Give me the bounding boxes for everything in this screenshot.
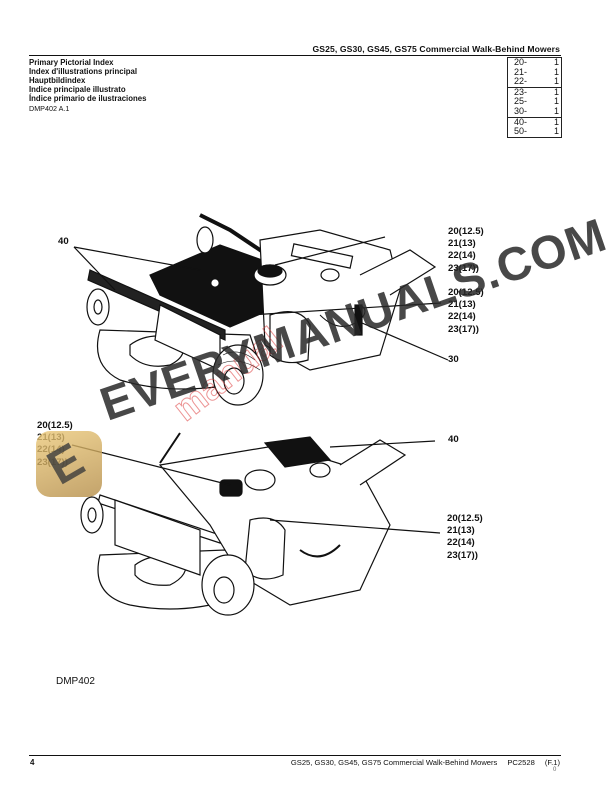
callout-item: 23(17)): [447, 549, 478, 561]
index-title-es: Índice primario de ilustraciones: [29, 94, 147, 103]
section-page: 1: [553, 126, 559, 137]
footer-rule: [29, 755, 561, 756]
callout-item: 20(12.5): [448, 287, 484, 298]
section-page: 1: [553, 66, 559, 77]
callout-bottom-right-2: 20(12.5) 21(13) 22(14) 23(17)): [447, 513, 483, 562]
page-index-group: 20- 1 21- 1 22- 1: [508, 57, 561, 88]
table-row: 30- 1: [508, 105, 561, 117]
footer-title: GS25, GS30, GS45, GS75 Commercial Walk-B…: [290, 758, 498, 767]
figure-label: DMP402: [56, 676, 95, 687]
callout-item: 22(14): [447, 537, 475, 549]
index-title-fr: Index d'illustrations principal: [29, 67, 137, 76]
callout-item: 40: [58, 236, 69, 247]
section-page: 1: [553, 86, 559, 97]
callout-item: 20(12.5): [37, 420, 73, 431]
callout-top-right-3: 30: [448, 354, 459, 366]
index-titles: Primary Pictorial Index Index d'illustra…: [29, 58, 146, 103]
table-row: 20- 1: [508, 57, 561, 68]
table-row: 50- 1: [508, 127, 561, 137]
section-page: 1: [553, 76, 559, 87]
mower-illustration-top: [73, 213, 449, 406]
watermark-logo: E: [36, 431, 102, 497]
section-page: 1: [553, 96, 559, 107]
header-title: GS25, GS30, GS45, GS75 Commercial Walk-B…: [312, 44, 560, 54]
callout-item: 22(14): [448, 311, 476, 323]
callout-item: 21(13): [448, 238, 476, 250]
callout-bottom-right-1: 40: [448, 434, 459, 446]
page-index-table: 20- 1 21- 1 22- 1 23- 1 25- 1 30- 1 40- 1 50- 1: [507, 57, 562, 138]
doc-reference: DMP402 A.1: [29, 104, 70, 113]
callout-item: 40: [448, 434, 459, 445]
footer-doc-code: PC2528: [507, 758, 535, 767]
section-code: 20-: [514, 57, 528, 67]
callout-top-right-2: 20(12.5) 21(13) 22(14) 23(17)): [448, 287, 484, 336]
section-page: 1: [553, 116, 559, 127]
footer-revision: (F.1): [544, 758, 560, 767]
callout-item: 30: [448, 354, 459, 365]
page-number: 4: [30, 758, 35, 767]
callout-item: 21(13): [447, 525, 475, 537]
page-index-group: 40- 1 50- 1: [508, 116, 561, 137]
section-code: 40-: [514, 116, 528, 127]
footer-sub: 0: [553, 767, 557, 773]
index-title-en: Primary Pictorial Index: [29, 58, 114, 67]
table-row: 23- 1: [508, 86, 561, 98]
table-row: 25- 1: [508, 97, 561, 107]
section-code: 22-: [514, 76, 528, 87]
watermark-logo-letter: E: [38, 433, 94, 496]
section-page: 1: [553, 57, 559, 67]
callout-top-right-1: 20(12.5) 21(13) 22(14) 23(17)): [448, 226, 484, 275]
footer-text: GS25, GS30, GS45, GS75 Commercial Walk-B…: [291, 758, 560, 767]
section-page: 1: [553, 105, 559, 116]
header-rule: [29, 55, 561, 56]
callout-item: 23(17)): [448, 262, 479, 274]
callout-item: 22(14): [448, 250, 476, 262]
table-row: 21- 1: [508, 66, 561, 78]
section-code: 25-: [514, 96, 528, 107]
callout-item: 20(12.5): [448, 226, 484, 237]
callout-top-left: 40: [58, 236, 69, 248]
table-row: 40- 1: [508, 116, 561, 128]
page-index-group: 23- 1 25- 1 30- 1: [508, 86, 561, 118]
mower-illustration-bottom: [71, 432, 441, 616]
section-code: 23-: [514, 86, 528, 97]
callout-item: 21(13): [448, 299, 476, 311]
section-code: 50-: [514, 126, 528, 137]
index-title-it: Indice principale illustrato: [29, 85, 126, 94]
callout-item: 23(17)): [448, 323, 479, 335]
section-code: 21-: [514, 66, 528, 77]
callout-item: 20(12.5): [447, 513, 483, 524]
section-code: 30-: [514, 105, 528, 116]
table-row: 22- 1: [508, 77, 561, 87]
index-title-de: Hauptbildindex: [29, 76, 86, 85]
